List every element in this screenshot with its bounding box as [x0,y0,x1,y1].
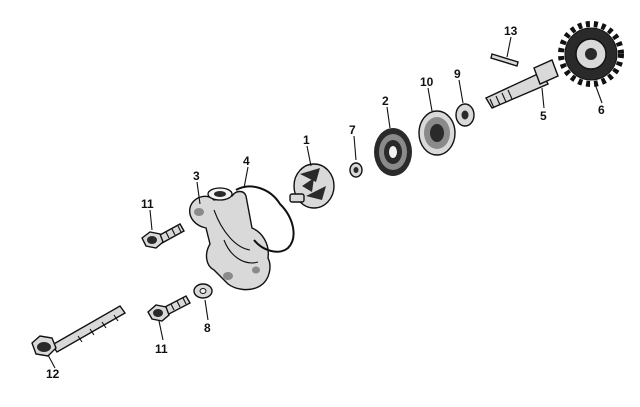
part-11-bolt-upper [141,223,185,249]
part-5-shaft [484,59,559,109]
part-9-washer [455,103,475,127]
part-13-pin [490,53,519,67]
leader-lines [47,36,603,369]
callout-5: 5 [540,109,547,123]
part-6-gear [558,21,624,87]
callout-1: 1 [303,133,310,147]
part-2-seal [374,128,412,176]
part-11-bolt-lower [147,295,191,322]
callout-9: 9 [454,67,461,81]
part-3-pump-cover [189,187,271,291]
part-12-long-bolt [31,305,127,357]
part-4-gasket [235,185,295,253]
callout-11-lower: 11 [155,342,168,356]
callout-6: 6 [598,103,605,117]
callout-7: 7 [349,123,356,137]
callout-12: 12 [46,367,60,381]
part-10-bearing [418,110,456,156]
callout-labels: 1 2 3 4 5 6 7 8 9 10 11 11 12 13 [46,24,605,381]
callout-13: 13 [504,24,518,38]
callout-11-upper: 11 [141,197,154,211]
callout-4: 4 [243,154,250,168]
callout-3: 3 [193,169,200,183]
part-1-impeller [289,163,335,209]
callout-8: 8 [204,321,211,335]
callout-10: 10 [420,75,434,89]
part-7-washer [349,162,363,178]
callout-2: 2 [382,94,389,108]
part-8-washer [193,283,213,299]
